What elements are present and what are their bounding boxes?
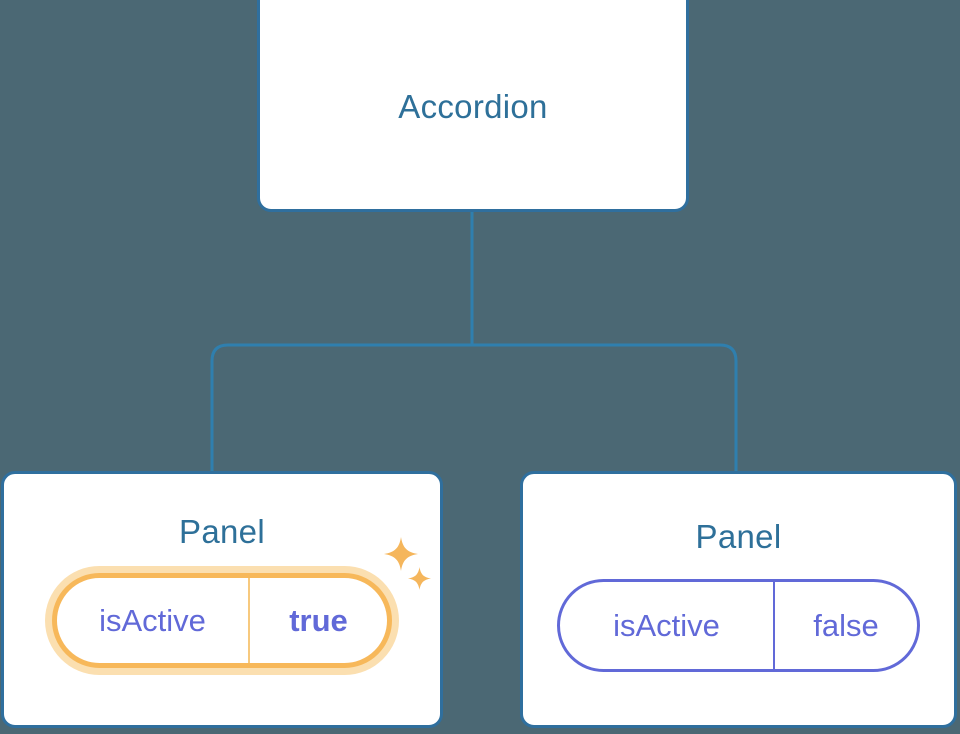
prop-value-true: true xyxy=(289,603,348,638)
node-panel-active[interactable]: Panel isActive true xyxy=(1,471,443,728)
prop-pill-isactive-true[interactable]: isActive true xyxy=(52,573,392,668)
node-accordion-title: Accordion xyxy=(398,87,548,125)
sparkle-icon xyxy=(384,537,418,571)
node-panel-active-title: Panel xyxy=(179,513,265,550)
sparkle-icon xyxy=(408,567,431,590)
sparkle-group xyxy=(384,537,440,599)
node-panel-inactive[interactable]: Panel isActive false xyxy=(520,471,957,728)
prop-pill-isactive-false[interactable]: isActive false xyxy=(557,579,920,672)
node-accordion[interactable]: Accordion xyxy=(257,0,689,212)
prop-pill-wrapper-inactive: isActive false xyxy=(557,579,920,672)
prop-value-false: false xyxy=(813,608,879,643)
prop-pill-wrapper-active: isActive true xyxy=(52,537,431,668)
prop-key-isactive: isActive xyxy=(560,582,775,669)
prop-key-isactive: isActive xyxy=(57,578,250,663)
branch-to-right-panel xyxy=(472,343,738,472)
node-panel-inactive-title: Panel xyxy=(695,518,782,555)
branch-to-left-panel xyxy=(210,343,472,472)
